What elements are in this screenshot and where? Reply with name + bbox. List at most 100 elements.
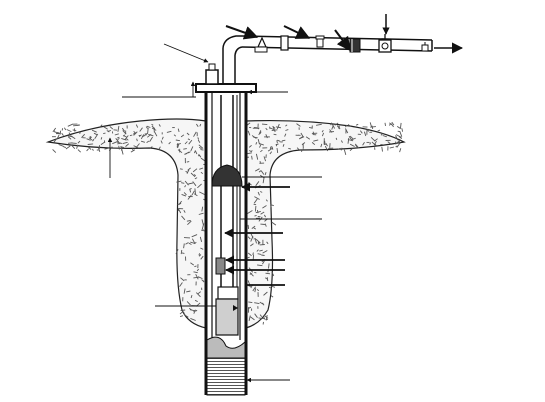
gravel-speck — [184, 180, 189, 186]
gravel-speck — [270, 205, 272, 209]
gravel-speck — [260, 191, 263, 193]
gravel-speck — [168, 141, 171, 145]
gravel-speck — [258, 130, 262, 136]
gravel-speck — [384, 122, 386, 126]
gravel-speck — [160, 140, 163, 144]
gravel-speck — [180, 134, 185, 138]
gravel-speck — [197, 291, 201, 295]
gravel-speck — [190, 146, 194, 152]
gravel-speck — [296, 147, 300, 151]
gravel-speck — [189, 309, 195, 312]
gravel-speck — [253, 203, 257, 206]
well-screen — [206, 357, 246, 396]
gravel-speck — [191, 234, 198, 238]
gravel-speck — [114, 133, 119, 136]
gravel-speck — [347, 124, 352, 127]
gravel-speck — [194, 265, 197, 268]
gravel-speck — [253, 136, 258, 139]
gravel-speck — [263, 314, 269, 319]
gravel-speck — [313, 139, 319, 142]
gravel-speck — [181, 182, 185, 184]
gravel-speck — [349, 143, 355, 147]
gravel-speck — [191, 190, 195, 196]
gravel-speck — [198, 254, 202, 257]
gravel-pack — [52, 121, 404, 325]
gravel-speck — [68, 132, 71, 135]
gravel-speck — [188, 139, 193, 145]
gravel-speck — [76, 144, 79, 149]
gravel-speck — [118, 145, 120, 150]
gravel-speck — [276, 148, 279, 153]
gravel-speck — [177, 128, 180, 133]
gravel-speck — [359, 130, 363, 134]
gravel-speck — [192, 181, 197, 187]
gravel-speck — [117, 136, 120, 139]
pump-motor — [215, 298, 239, 336]
gravel-speck — [94, 133, 99, 139]
gravel-speck — [58, 144, 65, 148]
gravel-speck — [335, 137, 338, 140]
gravel-speck — [151, 123, 154, 126]
gravel-speck — [308, 126, 313, 129]
gravel-speck — [258, 317, 265, 320]
gravel-speck — [88, 137, 93, 141]
gravel-speck — [248, 144, 252, 148]
gravel-speck — [63, 146, 67, 148]
gravel-speck — [97, 147, 101, 152]
well-cap — [195, 83, 257, 93]
gravel-speck — [185, 242, 189, 245]
gravel-speck — [179, 168, 183, 170]
gravel-speck — [268, 286, 273, 289]
gravel-speck — [265, 199, 268, 202]
gravel-speck — [252, 286, 257, 292]
gravel-speck — [104, 147, 110, 150]
gravel-speck — [147, 127, 149, 134]
gravel-speck — [148, 133, 154, 137]
gravel-speck — [194, 188, 196, 195]
gravel-speck — [299, 136, 305, 140]
gravel-speck — [199, 236, 203, 243]
gravel-speck — [260, 170, 265, 175]
gravel-speck — [256, 289, 260, 292]
gravel-speck — [92, 138, 95, 142]
gravel-speck — [109, 126, 114, 130]
gravel-speck — [265, 272, 271, 275]
gravel-speck — [252, 252, 254, 256]
gravel-speck — [187, 138, 191, 141]
gravel-speck — [347, 137, 350, 144]
gravel-speck — [194, 177, 198, 180]
gravel-speck — [120, 146, 125, 148]
gravel-speck — [187, 151, 191, 154]
gravel-speck — [186, 301, 191, 306]
gravel-speck — [254, 205, 257, 212]
gravel-speck — [253, 238, 256, 240]
gravel-speck — [268, 263, 270, 269]
gravel-speck — [254, 168, 260, 172]
gravel-speck — [193, 271, 198, 274]
gravel-speck — [89, 136, 92, 138]
gravel-speck — [183, 243, 185, 249]
gravel-speck — [180, 309, 186, 311]
gravel-speck — [187, 220, 192, 226]
pressure-relief-valve — [254, 36, 268, 53]
gravel-speck — [179, 310, 184, 315]
gravel-speck — [177, 143, 180, 149]
gravel-speck — [191, 238, 196, 244]
gravel-speck — [265, 134, 268, 139]
gravel-speck — [395, 134, 402, 138]
gravel-speck — [122, 130, 127, 135]
gravel-speck — [369, 142, 372, 145]
gravel-speck — [254, 238, 257, 244]
gravel-speck — [270, 127, 274, 131]
gravel-speck — [270, 295, 274, 298]
gravel-speck — [201, 223, 205, 230]
gravel-speck — [181, 215, 186, 221]
gravel-speck — [399, 148, 402, 153]
gravel-speck — [186, 290, 191, 293]
gravel-speck — [115, 138, 120, 143]
gravel-speck — [247, 210, 253, 214]
gravel-speck — [183, 209, 186, 213]
gravel-speck — [276, 140, 278, 144]
gravel-speck — [247, 224, 250, 230]
